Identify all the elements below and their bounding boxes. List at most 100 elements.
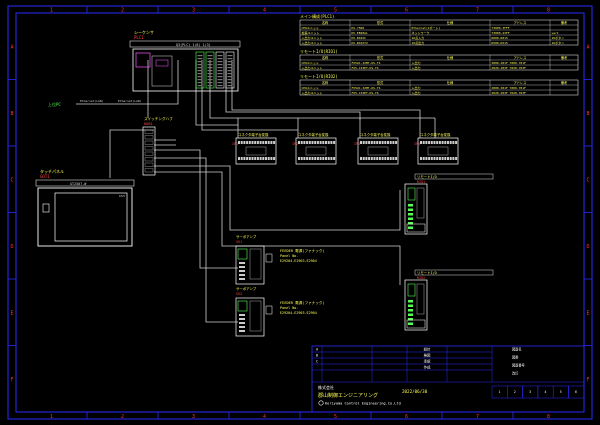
frame-col-label-top: 6: [405, 8, 408, 14]
revision-column: 5: [560, 390, 562, 394]
frame-row-label-left: C: [10, 177, 13, 183]
frame-col-label-bottom: 4: [263, 414, 266, 420]
servo-note-1: FEEDER 電源(ファナック): [280, 248, 325, 253]
table-cell: FX5UC-32MT-DS-TS: [352, 61, 381, 65]
servo-note-1: FEEDER 電源(ファナック): [280, 300, 325, 305]
frame-col-label-top: 3: [192, 8, 195, 14]
table-cell: Ethernet(1ポート): [412, 25, 441, 30]
revision-mark: B: [316, 354, 318, 358]
frame-row-label-right: D: [586, 244, 589, 250]
frame-col-label-top: 4: [263, 8, 266, 14]
remote-io-id: RIO1: [417, 180, 425, 184]
table-cell: R000-R015: [492, 36, 508, 40]
table-cell: 拡張ユニット: [302, 30, 320, 35]
approval-field: 作成: [424, 365, 431, 370]
plc-unit: シーケンサ PLC1 Q3(PLC) 1(8) 1(3): [129, 29, 241, 92]
table-cell: 入出力: [412, 85, 421, 90]
drawing-field: 図番: [512, 355, 519, 360]
table-header-cell: 形式: [377, 20, 384, 25]
remote-io-body: [404, 279, 428, 331]
servo-body: [235, 297, 265, 337]
config-table: [299, 79, 579, 96]
io-block-label: コネクタ端子台変換: [360, 132, 391, 137]
table-header-cell: 名称: [322, 80, 329, 85]
remote-io-id: RIO2: [417, 276, 425, 280]
drawing-field: 図面名: [512, 347, 522, 352]
table-cell: KV-B16XT2: [352, 41, 368, 45]
table-cell: 入出力ユニット: [302, 90, 323, 95]
table-cell: KV-7500: [352, 26, 365, 30]
frame-row-label-right: C: [586, 177, 589, 183]
remote-io-label: リモートI/O: [417, 271, 437, 275]
frame-col-label-top: 8: [547, 8, 550, 14]
hmi-sub-label: GT2l: [119, 194, 126, 198]
table-cell: FX5-C32ET-DS-TS: [352, 66, 379, 70]
switching-hub: スイッチングハブ HUB1: [142, 116, 173, 176]
company-name-en: Koriyama Control Engineering.Co.Ltd: [325, 402, 401, 406]
table-cell: 16ボタン: [552, 40, 565, 45]
table-header-cell: 名称: [322, 20, 329, 25]
frame-col-label-bottom: 5: [334, 414, 337, 420]
frame-col-label-bottom: 7: [476, 414, 479, 420]
io-block: [357, 137, 399, 165]
frame-row-label-left: F: [10, 377, 13, 383]
table-header-cell: 備考: [561, 20, 567, 25]
table-cell: Y3000-43FF: [492, 31, 510, 35]
frame-col-label-top: 5: [334, 8, 337, 14]
title-block-frame: [311, 345, 585, 413]
table-cell: KV-B16XC: [352, 36, 367, 40]
io-terminal-blocks: コネクタ端子台変換IF1コネクタ端子台変換IF2コネクタ端子台変換IF3コネクタ…: [232, 132, 459, 165]
servo-note-2: Panel No.: [280, 306, 298, 310]
table-cell: CPUユニット: [302, 86, 319, 90]
table-title: リモートI/O(RIO2): [300, 74, 338, 79]
io-block-label: コネクタ端子台変換: [238, 132, 269, 137]
frame-row-label-left: B: [10, 111, 13, 117]
revision-column: 1: [499, 390, 501, 394]
revision-mark: C: [316, 360, 318, 364]
drawing-field: 図面番号: [512, 363, 525, 368]
approval-field: 検図: [424, 353, 431, 358]
frame-row-label-right: A: [586, 44, 589, 50]
ethernet-label-1: Ethernet(LAN): [80, 99, 104, 103]
hub-label: スイッチングハブ: [144, 116, 173, 121]
servo-id: SV2: [236, 292, 242, 296]
table-header-cell: アドレス: [514, 55, 527, 60]
plc-label: シーケンサ: [134, 29, 154, 35]
table-header-cell: 仕様: [447, 55, 454, 60]
table-cell: 16ボタン: [552, 35, 565, 40]
table-cell: 入出力ユニット: [302, 65, 323, 70]
table-header-cell: 備考: [561, 80, 567, 85]
frame-col-label-top: 1: [50, 8, 53, 14]
table-cell: 入出力: [412, 90, 421, 95]
approval-field: 承認: [424, 359, 431, 364]
table-title: メイン構成(PLC1): [300, 13, 334, 19]
table-header-cell: アドレス: [514, 20, 527, 25]
table-cell: ネットワーク: [412, 30, 430, 35]
frame-row-label-left: E: [10, 310, 13, 316]
hmi-label: タッチパネル: [40, 168, 64, 174]
table-cell: 16点出力: [412, 40, 425, 45]
frame-row-label-right: B: [586, 111, 589, 117]
table-header-cell: 備考: [561, 55, 567, 60]
remote-io-body: [404, 183, 428, 235]
drawing-field: 改訂: [512, 371, 519, 376]
io-block-label: コネクタ端子台変換: [298, 132, 329, 137]
drawing-date: 2022/06/30: [402, 389, 428, 394]
io-block: [295, 137, 337, 165]
frame-col-label-top: 2: [121, 8, 124, 14]
plc-unit-header: Q3(PLC) 1(8) 1(3): [176, 43, 211, 47]
sheet-inner-border: [15, 12, 585, 413]
table-cell: R500-R515: [492, 41, 508, 45]
ethernet-label-2: Ethernet(LAN): [118, 99, 142, 103]
config-table: [299, 19, 579, 46]
table-cell: CPUユニット: [302, 61, 319, 65]
servo-label: サーボアンプ: [236, 286, 257, 291]
table-header-cell: アドレス: [514, 80, 527, 85]
io-block: [417, 137, 459, 165]
io-block-id: IF4: [414, 142, 420, 146]
revision-column: 3: [529, 390, 531, 394]
plc-id: PLC1: [134, 35, 144, 40]
